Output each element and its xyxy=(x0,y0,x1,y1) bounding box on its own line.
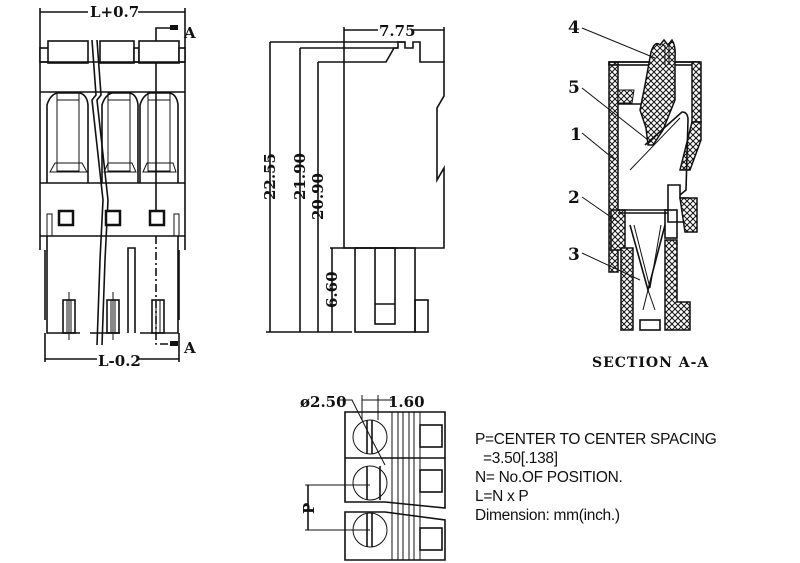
release-lever xyxy=(639,38,676,146)
height-dim-21-90: 21.90 xyxy=(291,153,309,200)
leader-2 xyxy=(581,196,619,223)
height-dim-22-55: 22.55 xyxy=(261,153,279,200)
wire-holes xyxy=(352,419,388,548)
side-view: 7.75 22.55 21.90 20.90 6.60 xyxy=(261,22,445,333)
section-mark-top: A xyxy=(183,24,196,42)
clamp-slats xyxy=(391,411,443,561)
note-line: Dimension: mm(inch.) xyxy=(475,507,620,524)
note-line: N= No.OF POSITION. xyxy=(475,469,623,486)
height-dim-6-60: 6.60 xyxy=(323,271,341,308)
plug-wall-left xyxy=(620,247,634,331)
wire-entry-cavities xyxy=(46,92,179,183)
leader-1 xyxy=(581,132,616,161)
housing-wall xyxy=(610,209,626,251)
width-dim-1-60: 1.60 xyxy=(388,393,425,411)
plug-wall-right xyxy=(664,239,691,331)
funnel xyxy=(617,89,635,104)
top-block xyxy=(138,40,180,64)
leader-3 xyxy=(581,252,641,281)
pin-slot xyxy=(639,319,661,331)
section-line xyxy=(155,236,174,345)
callout-2: 2 xyxy=(568,188,580,208)
side-slot xyxy=(374,247,396,325)
section-title: SECTION A-A xyxy=(592,355,709,371)
bottom-width-dim: L-0.2 xyxy=(98,352,141,370)
contact-housing xyxy=(679,197,698,233)
side-foot xyxy=(414,299,429,333)
terminal-block xyxy=(344,411,446,509)
side-plug xyxy=(354,247,416,333)
top-block xyxy=(47,40,89,64)
terminal-block xyxy=(344,511,446,561)
section-mark-bottom: A xyxy=(183,339,196,357)
contact-block xyxy=(664,209,678,239)
callout-5: 5 xyxy=(568,78,580,98)
callout-4: 4 xyxy=(568,18,580,38)
note-line: =3.50[.138] xyxy=(475,450,558,467)
housing-wall-right xyxy=(691,61,702,123)
front-view: L+0.7 A xyxy=(39,3,196,370)
callout-1: 1 xyxy=(570,125,582,145)
notes-block: P=CENTER TO CENTER SPACING =3.50[.138] N… xyxy=(475,430,717,525)
contact-tip xyxy=(642,288,656,311)
top-width-dim: L+0.7 xyxy=(90,3,139,21)
section-line xyxy=(155,27,174,210)
latch-tab xyxy=(178,47,186,63)
pin-legs xyxy=(44,236,180,340)
height-dim-20-90: 20.90 xyxy=(309,173,327,220)
female-contact-inner xyxy=(633,224,662,289)
section-arrow xyxy=(170,25,178,30)
note-line: L=N x P xyxy=(475,488,529,505)
section-arrow xyxy=(170,341,178,346)
top-block xyxy=(99,40,135,64)
top-view: ø2.50 1.60 xyxy=(300,393,446,561)
screw-windows xyxy=(46,209,180,237)
pitch-label: P xyxy=(300,503,318,514)
spring-clamp xyxy=(644,111,689,196)
section-view: 4 5 1 2 3 SECTION A-A xyxy=(568,18,709,371)
side-width-dim: 7.75 xyxy=(379,22,416,40)
housing-wall-right-slope xyxy=(679,121,702,171)
break-line xyxy=(91,39,104,346)
spring-leg xyxy=(629,117,681,171)
leader-4 xyxy=(581,27,656,59)
side-body xyxy=(343,41,445,249)
leader-5 xyxy=(581,87,649,141)
diameter-dim: ø2.50 xyxy=(300,393,347,411)
note-line: P=CENTER TO CENTER SPACING xyxy=(475,431,717,448)
callout-3: 3 xyxy=(568,245,580,265)
